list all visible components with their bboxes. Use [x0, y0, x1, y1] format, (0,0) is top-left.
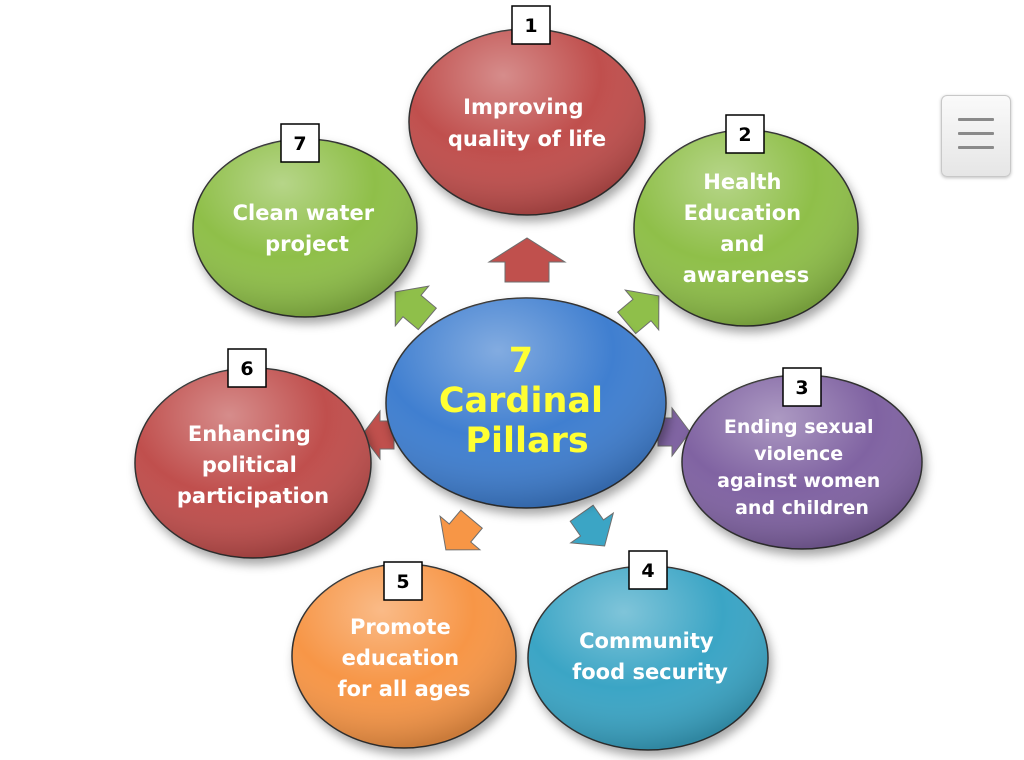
pillar-4-badge — [628, 550, 668, 590]
center-title: 7 Cardinal Pillars — [439, 341, 615, 461]
pillar-6-badge — [227, 348, 267, 388]
arrow-shape — [394, 285, 438, 331]
arrow-shape — [487, 237, 567, 283]
arrow-to-pillar-4 — [569, 504, 615, 547]
arrow-to-pillar-1 — [487, 237, 567, 283]
pillar-1-number: 1 — [524, 15, 537, 37]
arrow-shape — [439, 509, 483, 551]
pillar-6-number: 6 — [240, 358, 253, 380]
hamburger-menu-icon — [958, 118, 994, 121]
pillar-7-number: 7 — [293, 133, 306, 155]
pillar-5: Promote education for all ages 5 — [291, 561, 517, 749]
pillar-2: Health Education and awareness 2 — [633, 114, 859, 327]
pillar-7: Clean water project 7 — [192, 123, 418, 318]
pillar-3: Ending sexual violence against women and… — [681, 367, 923, 550]
pillar-7-label: Clean water project — [233, 201, 382, 256]
arrow-to-pillar-3 — [657, 406, 691, 458]
pillar-3-label: Ending sexual violence against women and… — [717, 416, 887, 519]
arrow-shape — [657, 406, 691, 458]
arrow-to-pillar-2 — [616, 289, 660, 335]
pillar-5-badge — [383, 561, 423, 601]
arrow-shape — [616, 289, 660, 335]
arrow-to-pillar-5 — [439, 509, 483, 551]
arrow-shape — [569, 504, 615, 547]
center-hub: 7 Cardinal Pillars — [385, 297, 667, 509]
pillar-4-number: 4 — [641, 560, 654, 582]
pillar-3-badge — [782, 367, 822, 407]
hamburger-menu-icon-bar — [958, 132, 994, 135]
pillar-2-badge — [725, 114, 765, 154]
pillar-7-badge — [280, 123, 320, 163]
pillar-2-label: Health Education and awareness — [683, 170, 810, 287]
arrow-to-pillar-7 — [394, 285, 438, 331]
arrow-group — [361, 237, 691, 551]
pillar-6-label: Enhancing political participation — [177, 422, 329, 508]
hamburger-menu-icon-bar — [958, 146, 994, 149]
pillar-2-number: 2 — [738, 124, 751, 146]
pillar-1: Improving quality of life 1 — [408, 5, 646, 216]
pillar-4: Community food security 4 — [527, 550, 769, 751]
pillar-6: Enhancing political participation 6 — [134, 348, 372, 559]
pillar-4-label: Community food security — [572, 629, 728, 684]
pillar-5-label: Promote education for all ages — [337, 615, 470, 701]
hamburger-menu-button[interactable] — [941, 95, 1011, 177]
pillar-1-label: Improving quality of life — [448, 95, 606, 151]
pillar-1-badge — [511, 5, 551, 45]
pillar-5-number: 5 — [396, 571, 409, 593]
pillar-3-number: 3 — [795, 377, 808, 399]
